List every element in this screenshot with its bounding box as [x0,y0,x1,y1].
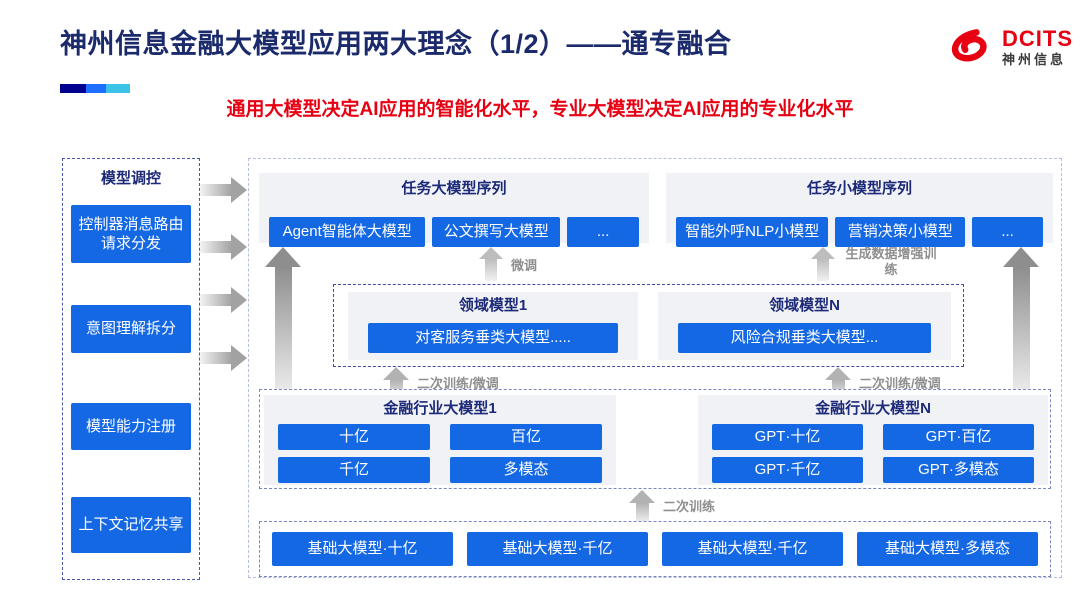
task-large-model-title: 任务大模型序列 [401,180,507,197]
model-box-1b: 十亿 [278,424,430,450]
dcits-swirl-logo-icon [942,20,998,75]
model-box-gpt-multimodal: GPT·多模态 [883,457,1034,483]
finance-industry-group-1: 金融行业大模型1 十亿 百亿 千亿 多模态 [264,395,616,485]
arrow-right-icon [200,287,248,313]
finance-industry-group-n: 金融行业大模型N GPT·十亿 GPT·百亿 GPT·千亿 GPT·多模态 [698,395,1048,485]
retrain-label: 二次训练 [663,499,716,514]
page-title: 神州信息金融大模型应用两大理念（1/2）——通专融合 [60,29,732,59]
arrow-up-icon [265,247,301,393]
model-box-100b: 千亿 [278,457,430,483]
accent-segment-blue [86,84,106,93]
model-box-10b: 百亿 [450,424,602,450]
model-box-outbound-nlp: 智能外呼NLP小模型 [676,217,829,247]
arrow-up-icon [629,490,655,522]
model-box-risk-compliance-llm: 风险合规垂类大模型... [678,323,931,353]
arrow-up-icon [479,247,503,281]
architecture-diagram: 任务大模型序列 Agent智能体大模型 公文撰写大模型 ... 任务小模型序列 … [248,158,1062,578]
model-box-foundation-1b: 基础大模型·十亿 [272,532,453,566]
task-large-model-panel: 任务大模型序列 Agent智能体大模型 公文撰写大模型 ... [259,173,649,247]
domain-model-group-1: 领域模型1 对客服务垂类大模型..... [348,292,638,360]
sidebar-item-context-memory: 上下文记忆共享 [71,497,191,553]
model-control-sidebar: 模型调控 控制器消息路由请求分发 意图理解拆分 模型能力注册 上下文记忆共享 [62,158,200,580]
arrow-up-icon [1003,247,1039,393]
domain-model-1-title: 领域模型1 [458,297,528,314]
finetune-label: 微调 [511,258,538,273]
accent-segment-dark [60,84,86,93]
model-box-foundation-100b-2: 基础大模型·千亿 [662,532,843,566]
model-box-agent-llm: Agent智能体大模型 [269,217,426,247]
model-box-gpt-1b: GPT·十亿 [712,424,863,450]
model-box-gpt-100b: GPT·千亿 [712,457,863,483]
arrow-up-icon [811,247,835,281]
finance-industry-n-title: 金融行业大模型N [815,400,931,417]
sidebar-title: 模型调控 [100,170,161,187]
sidebar-item-router-dispatch: 控制器消息路由请求分发 [71,205,191,263]
model-box-multimodal: 多模态 [450,457,602,483]
task-small-model-panel: 任务小模型序列 智能外呼NLP小模型 营销决策小模型 ... [666,173,1053,247]
foundation-model-box: 基础大模型·十亿 基础大模型·千亿 基础大模型·千亿 基础大模型·多模态 [259,521,1051,577]
generated-data-training-label: 生成数据增强训练 [845,246,937,278]
model-box-foundation-100b: 基础大模型·千亿 [467,532,648,566]
sidebar-item-capability-register: 模型能力注册 [71,403,191,450]
model-box-marketing-decision: 营销决策小模型 [835,217,966,247]
model-box-ellipsis: ... [567,217,639,247]
slide-subtitle: 通用大模型决定AI应用的智能化水平，专业大模型决定AI应用的专业化水平 [226,99,854,120]
accent-bar [60,84,130,93]
retrain-finetune-label-left: 二次训练/微调 [417,376,499,391]
model-box-customer-service-llm: 对客服务垂类大模型..... [368,323,618,353]
dcits-logo: DCITS 神州信息 [942,16,1074,78]
domain-model-box: 领域模型1 对客服务垂类大模型..... 领域模型N 风险合规垂类大模型... [333,284,964,367]
model-box-foundation-multimodal: 基础大模型·多模态 [857,532,1038,566]
logo-brand-text: DCITS [1002,26,1073,52]
finance-industry-model-box: 金融行业大模型1 十亿 百亿 千亿 多模态 金融行业大模型N GPT·十亿 GP… [259,389,1051,489]
sidebar-item-intent-split: 意图理解拆分 [71,305,191,353]
arrow-right-icon [200,177,248,203]
finance-industry-1-title: 金融行业大模型1 [383,400,497,417]
arrow-right-icon [200,345,248,371]
model-box-ellipsis: ... [972,217,1044,247]
retrain-finetune-label-right: 二次训练/微调 [859,376,941,391]
arrow-right-icon [200,234,248,260]
domain-model-group-n: 领域模型N 风险合规垂类大模型... [658,292,951,360]
task-small-model-title: 任务小模型序列 [806,180,912,197]
logo-brand-cn: 神州信息 [1002,52,1067,68]
model-box-document-writing-llm: 公文撰写大模型 [432,217,561,247]
model-box-gpt-10b: GPT·百亿 [883,424,1034,450]
accent-segment-cyan [106,84,130,93]
domain-model-n-title: 领域模型N [769,297,840,314]
